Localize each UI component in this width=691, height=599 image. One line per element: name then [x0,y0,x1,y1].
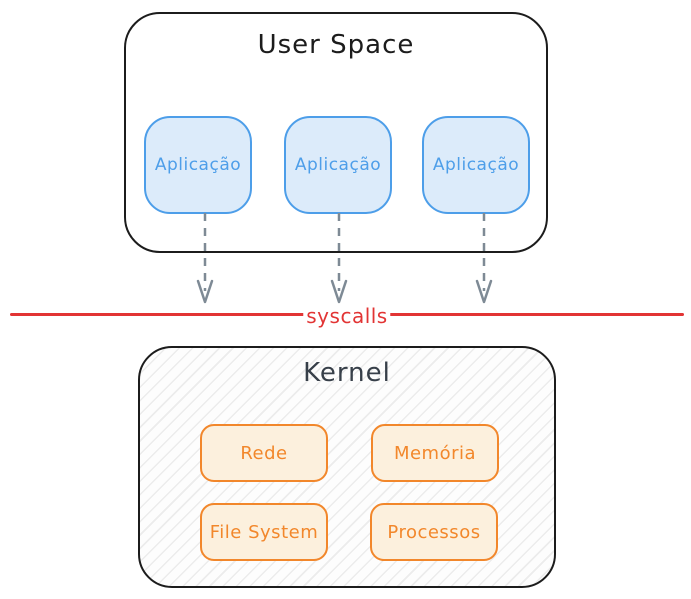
application-box: Aplicação [144,116,252,214]
syscall-arrow-icon [196,213,214,304]
kernel-module-file-system: File System [200,503,328,561]
syscalls-label: syscalls [303,304,391,328]
application-box: Aplicação [284,116,392,214]
kernel-module-memoria: Memória [371,424,499,482]
application-box: Aplicação [422,116,530,214]
kernel-module-label: Processos [387,521,481,543]
kernel-module-rede: Rede [200,424,328,482]
kernel-module-label: Rede [240,442,288,464]
syscall-arrow-icon [475,213,493,304]
kernel-module-processos: Processos [370,503,498,561]
kernel-title: Kernel [303,358,391,388]
application-label: Aplicação [432,155,520,175]
kernel-module-label: File System [209,521,319,543]
application-label: Aplicação [154,155,242,175]
kernel-module-label: Memória [393,442,477,464]
application-label: Aplicação [294,155,382,175]
user-space-title: User Space [257,30,415,60]
syscall-arrow-icon [330,213,348,304]
